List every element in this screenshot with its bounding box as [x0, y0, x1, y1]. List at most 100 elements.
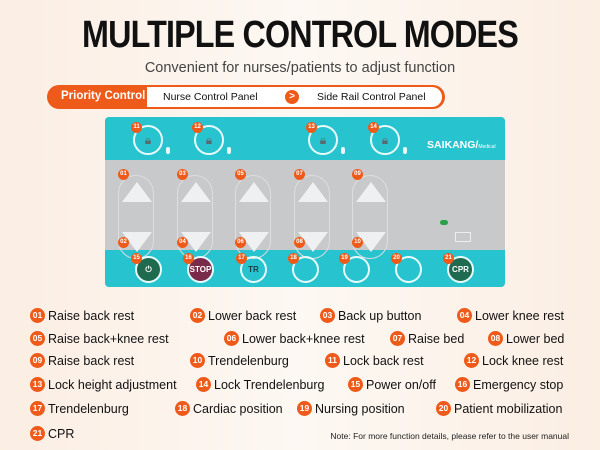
badge: 03	[177, 169, 188, 180]
badge: 15	[131, 253, 142, 264]
legend-label: Nursing position	[315, 401, 405, 416]
down-arrow-button[interactable]	[181, 232, 211, 252]
number-badge: 15	[348, 377, 363, 392]
rocker-switch	[294, 175, 330, 259]
legend-label: Lower knee rest	[475, 308, 564, 323]
number-badge: 14	[196, 377, 211, 392]
badge: 01	[118, 169, 129, 180]
legend-label: Cardiac position	[193, 401, 283, 416]
badge: 20	[391, 253, 402, 264]
down-arrow-button[interactable]	[356, 232, 386, 252]
brand-logo: SAIKANG/Medical	[427, 139, 496, 151]
patient-mobilization-button[interactable]	[395, 256, 422, 283]
badge: 19	[339, 253, 350, 264]
indicator-led	[403, 147, 407, 154]
lock-icon: 🔒︎	[205, 132, 213, 147]
legend-label: Raise back rest	[48, 353, 135, 368]
number-badge: 16	[455, 377, 470, 392]
badge: 21	[443, 253, 454, 264]
down-arrow-button[interactable]	[298, 232, 328, 252]
number-badge: 17	[30, 401, 45, 416]
badge: 05	[235, 169, 246, 180]
badge: 14	[368, 122, 379, 133]
lock-button[interactable]: 🔒︎	[308, 125, 338, 155]
indicator-led	[166, 147, 170, 154]
number-badge: 01	[30, 308, 45, 323]
page-title: MULTIPLE CONTROL MODES	[82, 14, 519, 56]
side-rail-panel-label: Side Rail Control Panel	[317, 91, 426, 103]
number-badge: 05	[30, 331, 45, 346]
number-badge: 04	[457, 308, 472, 323]
down-arrow-button[interactable]	[239, 232, 269, 252]
badge: 18	[288, 253, 299, 264]
lock-button[interactable]: 🔒︎	[133, 125, 163, 155]
indicator-led	[227, 147, 231, 154]
legend-label: Raise back+knee rest	[48, 331, 169, 346]
up-arrow-button[interactable]	[356, 182, 386, 202]
nurse-panel-label: Nurse Control Panel	[163, 91, 258, 103]
nursing-position-button[interactable]	[343, 256, 370, 283]
arrow-right-icon: >	[285, 90, 299, 104]
number-badge: 03	[320, 308, 335, 323]
power-button[interactable]: ⏻	[135, 256, 162, 283]
up-arrow-button[interactable]	[181, 182, 211, 202]
number-badge: 21	[30, 426, 45, 441]
number-badge: 06	[224, 331, 239, 346]
badge: 09	[352, 169, 363, 180]
badge: 02	[118, 237, 129, 248]
badge: 16	[183, 253, 194, 264]
lock-button[interactable]: 🔒︎	[370, 125, 400, 155]
up-arrow-button[interactable]	[298, 182, 328, 202]
number-badge: 08	[488, 331, 503, 346]
legend-label: Raise bed	[408, 331, 465, 346]
legend-label: Lock knee rest	[482, 353, 564, 368]
legend-label: Lock back rest	[343, 353, 424, 368]
panel-top-band	[105, 117, 505, 160]
legend-label: Back up button	[338, 308, 422, 323]
lock-icon: 🔒︎	[144, 132, 152, 147]
down-arrow-button[interactable]	[122, 232, 152, 252]
cardiac-position-button[interactable]	[292, 256, 319, 283]
legend-label: Patient mobilization	[454, 401, 563, 416]
up-arrow-button[interactable]	[122, 182, 152, 202]
legend-label: Lock height adjustment	[48, 377, 177, 392]
number-badge: 11	[325, 353, 340, 368]
rocker-switch	[352, 175, 388, 259]
badge: 12	[192, 122, 203, 133]
number-badge: 02	[190, 308, 205, 323]
trendelenburg-button[interactable]: TR	[240, 256, 267, 283]
up-arrow-button[interactable]	[239, 182, 269, 202]
lock-button[interactable]: 🔒︎	[194, 125, 224, 155]
badge: 04	[177, 237, 188, 248]
legend-label: Lower back rest	[208, 308, 297, 323]
subtitle: Convenient for nurses/patients to adjust…	[144, 60, 456, 76]
number-badge: 19	[297, 401, 312, 416]
legend-label: Trendelenburg	[208, 353, 289, 368]
legend-label: Emergency stop	[473, 377, 564, 392]
number-badge: 09	[30, 353, 45, 368]
plug-icon	[440, 220, 448, 225]
badge: 17	[236, 253, 247, 264]
lock-icon: 🔒︎	[319, 132, 327, 147]
battery-icon	[455, 232, 471, 242]
priority-control-bar: Priority Control Nurse Control Panel > S…	[47, 85, 445, 109]
number-badge: 18	[175, 401, 190, 416]
